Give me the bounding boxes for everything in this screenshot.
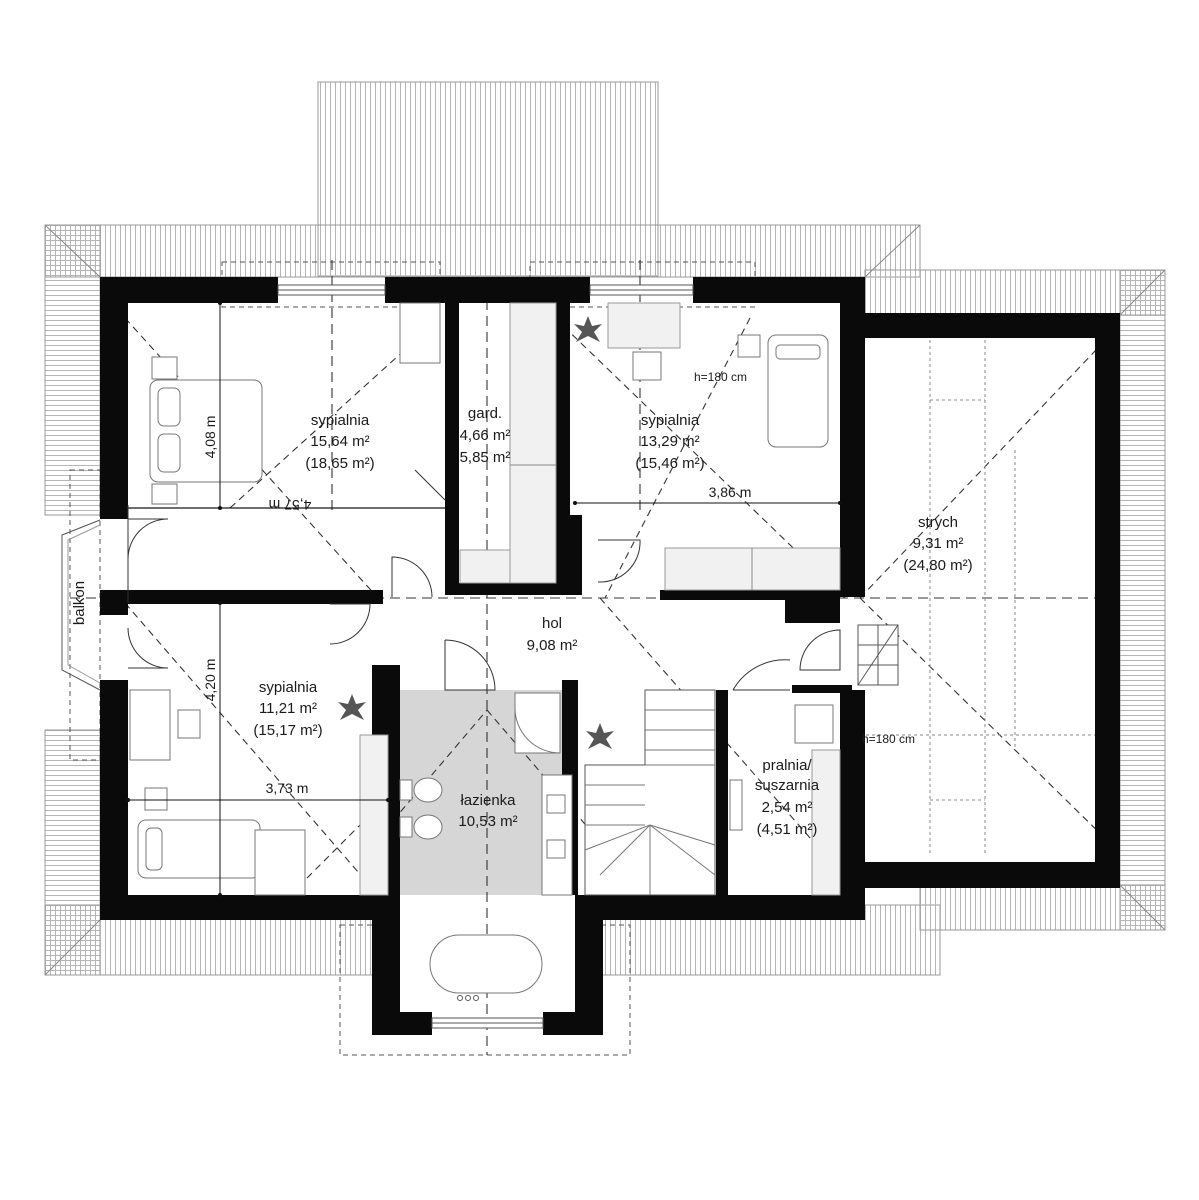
walls xyxy=(100,277,1120,1035)
bathroom-area: 10,53 m² xyxy=(458,813,517,830)
bedroom-1-area-total: (18,65 m²) xyxy=(305,455,374,472)
attic-area: 9,31 m² xyxy=(913,535,964,552)
bedroom-1-area: 15,64 m² xyxy=(310,433,369,450)
dimension-lines xyxy=(126,301,842,897)
bedroom-3-area: 11,21 m² xyxy=(259,700,317,717)
balcony-name: balkon xyxy=(71,581,88,625)
height-notes: h=180 cm h=180 cm xyxy=(694,370,915,746)
wardrobe-name: gard. xyxy=(468,405,502,422)
dimension-labels: 4,57 m 4,08 m 3,86 m 3,73 m 4,20 m xyxy=(202,416,751,796)
laundry-area-total: (4,51 m²) xyxy=(757,821,818,838)
laundry-name-line2: suszarnia xyxy=(755,777,820,794)
bedroom-2-area-total: (15,46 m²) xyxy=(635,455,704,472)
bedroom-2-furniture xyxy=(607,302,841,591)
bedroom-2-area: 13,29 m² xyxy=(640,433,699,450)
room-labels: sypialnia 15,64 m² (18,65 m²) gard. 4,66… xyxy=(71,405,973,838)
bathroom-name: łazienka xyxy=(460,792,516,809)
hall-area: 9,08 m² xyxy=(527,637,578,654)
balcony xyxy=(61,519,101,691)
height-note-attic: h=180 cm xyxy=(862,732,915,746)
bedroom-1-name: sypialnia xyxy=(311,412,370,429)
plant-icon xyxy=(338,316,614,749)
dim-bedroom-1-depth: 4,08 m xyxy=(202,416,218,459)
dim-bedroom-3-width: 3,73 m xyxy=(266,780,309,796)
attic-area-total: (24,80 m²) xyxy=(903,557,972,574)
attic-hatch xyxy=(857,624,899,686)
bathroom-fixtures xyxy=(399,692,573,1001)
attic-lines xyxy=(860,340,1115,855)
height-note-bedroom-2: h=180 cm xyxy=(694,370,747,384)
wardrobe-area-total: 5,85 m² xyxy=(460,449,511,466)
bedroom-1-furniture xyxy=(149,302,441,505)
bedroom-3-furniture xyxy=(129,689,389,896)
dim-bedroom-3-depth: 4,20 m xyxy=(202,659,218,702)
doors xyxy=(127,469,841,691)
dim-bedroom-1-width: 4,57 m xyxy=(269,497,312,513)
laundry-fixtures xyxy=(729,704,841,896)
wardrobe-interior xyxy=(459,302,557,584)
laundry-name-line1: pralnia/ xyxy=(762,757,812,774)
attic-name: strych xyxy=(918,514,958,531)
stairs xyxy=(584,689,716,896)
bedroom-2-name: sypialnia xyxy=(641,412,700,429)
laundry-area: 2,54 m² xyxy=(762,799,813,816)
bedroom-3-name: sypialnia xyxy=(259,679,318,696)
windows xyxy=(277,284,694,1029)
wardrobe-area: 4,66 m² xyxy=(460,427,511,444)
dim-bedroom-2-width: 3,86 m xyxy=(709,484,752,500)
hall-name: hol xyxy=(542,615,562,632)
bedroom-3-area-total: (15,17 m²) xyxy=(253,722,322,739)
